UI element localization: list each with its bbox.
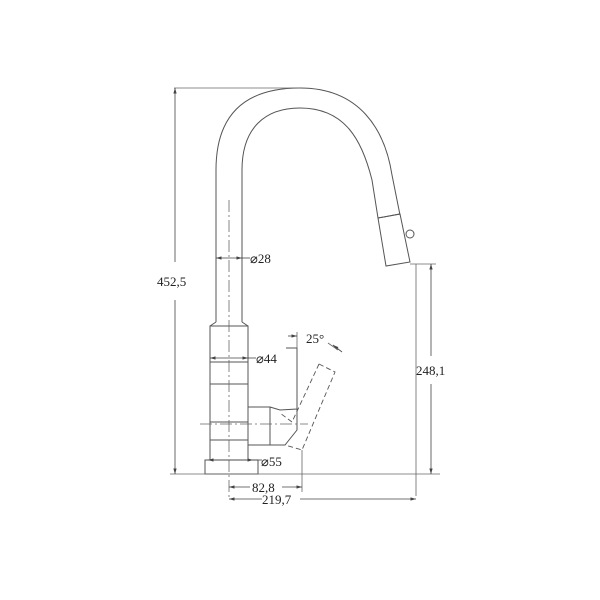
handle-angle-label: 25° bbox=[306, 331, 324, 346]
body-diameter-label: ⌀44 bbox=[256, 351, 277, 366]
dim-spout-diameter: ⌀28 bbox=[216, 251, 271, 266]
spray-head bbox=[377, 213, 411, 267]
dim-base-diameter: ⌀55 bbox=[208, 454, 282, 469]
dim-handle-reach: 82,8 bbox=[229, 450, 303, 495]
base-diameter-label: ⌀55 bbox=[261, 454, 282, 469]
spout-reach-label: 219,7 bbox=[262, 492, 292, 507]
outlet-height-label: 248,1 bbox=[416, 363, 445, 378]
lever-handle-open bbox=[284, 363, 336, 451]
spray-button-icon bbox=[405, 229, 415, 239]
dim-outlet-height: 248,1 bbox=[410, 263, 445, 496]
faucet-base bbox=[204, 459, 259, 475]
dim-overall-height: 452,5 bbox=[157, 87, 300, 474]
overall-height-label: 452,5 bbox=[157, 274, 186, 289]
dim-spout-reach: 219,7 bbox=[229, 492, 416, 507]
handle-reach-label: 82,8 bbox=[252, 480, 275, 495]
dim-handle-angle: 25° bbox=[288, 331, 343, 353]
dim-body-diameter: ⌀44 bbox=[210, 351, 277, 366]
faucet-outline bbox=[204, 87, 415, 475]
center-lines bbox=[200, 200, 308, 498]
spout-diameter-label: ⌀28 bbox=[250, 251, 271, 266]
